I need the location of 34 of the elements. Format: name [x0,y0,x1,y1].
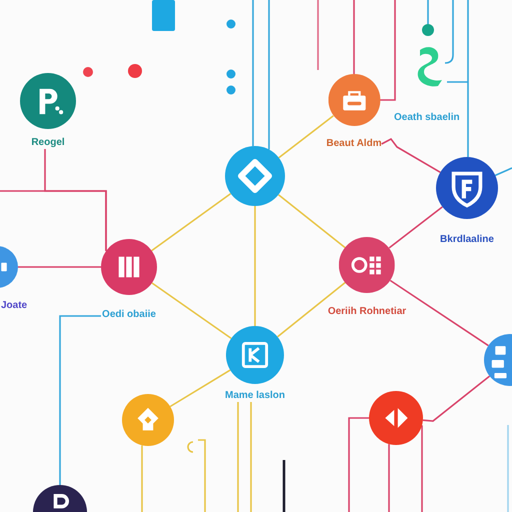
connector-line [277,282,346,338]
connector-line [268,0,270,150]
connector-line [151,192,232,252]
node-label: Bkrdlaaline [440,234,494,246]
connector-line [152,282,232,340]
connector-line [18,266,101,268]
node-label: Oedi obaiie [102,309,156,321]
connector-line [421,425,423,512]
connector-line [170,369,231,408]
connector-line [388,206,443,249]
connector-line [237,402,239,512]
connector-line [141,445,143,512]
connector-line [494,167,512,176]
connector-line [353,0,355,74]
connector-line [0,190,107,251]
connector-line [380,0,396,101]
connector-line [252,0,254,146]
connector-line [278,194,346,248]
connector-line [250,402,252,512]
node-label: Oeriih Rohnetiar [328,306,406,318]
node-label: Beaut Aldm [326,138,382,150]
node-label: Reogel [31,137,65,149]
connector-line [278,115,334,158]
node-label: Mame laslon [224,390,286,402]
connector-line [422,375,490,422]
text-label: Oeath sbaelin [394,112,460,124]
connector-line [467,0,469,157]
connector-line [388,444,390,512]
connector-line [59,315,101,485]
connector-line [381,138,441,173]
connector-line [348,417,369,512]
connector-line [254,206,256,326]
connector-line [390,280,489,346]
node-label: Joate [1,300,28,312]
